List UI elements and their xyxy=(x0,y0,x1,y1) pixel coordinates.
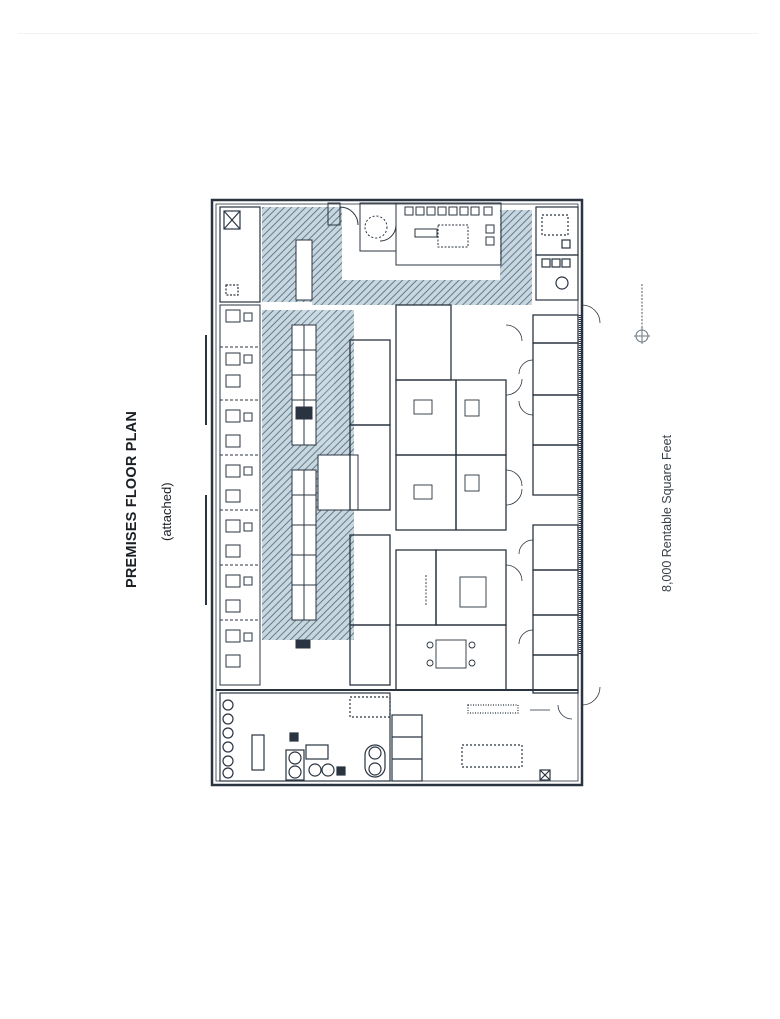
floor-plan-drawing xyxy=(205,198,601,787)
seating-row xyxy=(404,206,493,216)
treatment-bays xyxy=(205,304,261,686)
rentable-area-note: 8,000 Rentable Square Feet xyxy=(660,434,674,592)
door-swings xyxy=(505,324,523,582)
north-arrow-icon xyxy=(634,284,650,344)
storage-bottom xyxy=(216,689,578,782)
right-offices xyxy=(518,304,601,706)
workstation-spine xyxy=(291,324,359,649)
document-title: PREMISES FLOOR PLAN xyxy=(124,410,140,588)
center-rooms xyxy=(349,304,523,691)
scan-edge-artifact xyxy=(18,33,758,58)
document-subtitle: (attached) xyxy=(159,482,174,541)
